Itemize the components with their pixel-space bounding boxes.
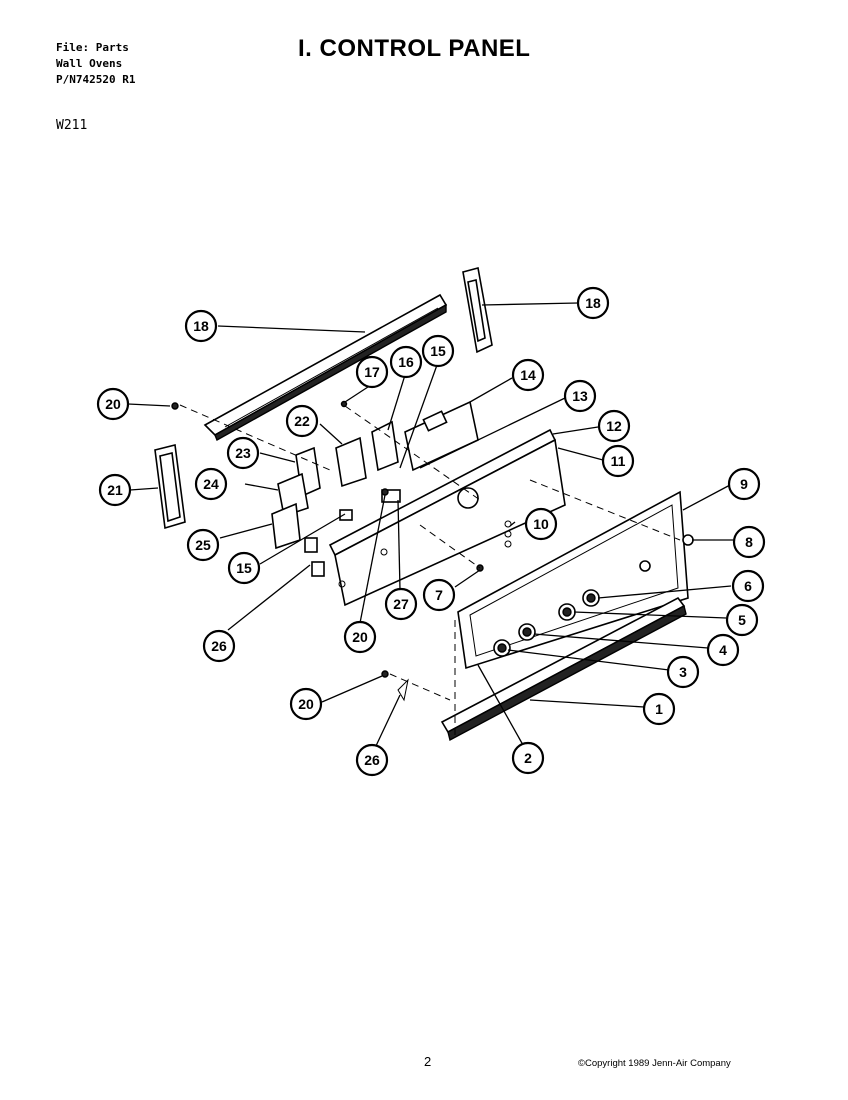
- callout-13: 13: [563, 379, 597, 413]
- callout-20-middle: 20: [343, 620, 377, 654]
- callout-18-top-rail: 18: [184, 309, 218, 343]
- svg-text:5: 5: [738, 612, 746, 628]
- svg-text:24: 24: [203, 476, 219, 492]
- svg-text:10: 10: [533, 516, 549, 532]
- copyright-notice: ©Copyright 1989 Jenn-Air Company: [578, 1058, 731, 1069]
- callout-5: 5: [725, 603, 759, 637]
- svg-text:3: 3: [679, 664, 687, 680]
- callout-6: 6: [731, 569, 765, 603]
- svg-text:26: 26: [364, 752, 380, 768]
- svg-text:6: 6: [744, 578, 752, 594]
- alignment-lines: [179, 404, 681, 735]
- svg-text:27: 27: [393, 596, 409, 612]
- svg-text:9: 9: [740, 476, 748, 492]
- callout-4: 4: [706, 633, 740, 667]
- svg-text:20: 20: [105, 396, 121, 412]
- callout-23: 23: [226, 436, 260, 470]
- callout-10: 10: [524, 507, 558, 541]
- svg-text:15: 15: [430, 343, 446, 359]
- callout-24: 24: [194, 467, 228, 501]
- callout-18-end-bracket: 18: [576, 286, 610, 320]
- right-end-bracket: [462, 267, 493, 354]
- callout-25: 25: [186, 528, 220, 562]
- front-panel: [457, 490, 689, 670]
- svg-text:14: 14: [520, 367, 536, 383]
- svg-text:17: 17: [364, 364, 380, 380]
- page-title: I. CONTROL PANEL: [298, 35, 531, 62]
- switch-components: [271, 420, 401, 577]
- callout-26-left: 26: [202, 629, 236, 663]
- svg-text:2: 2: [524, 750, 532, 766]
- category-label: Wall Ovens: [56, 57, 123, 70]
- callout-14: 14: [511, 358, 545, 392]
- callout-20-lower: 20: [289, 687, 323, 721]
- model-code: W211: [56, 118, 88, 133]
- svg-text:7: 7: [435, 587, 443, 603]
- svg-text:4: 4: [719, 642, 727, 658]
- callout-21: 21: [98, 473, 132, 507]
- control-panel-housing: [328, 428, 566, 607]
- control-knobs: [493, 534, 694, 657]
- leader-lines: [127, 302, 733, 749]
- callout-3: 3: [666, 655, 700, 689]
- svg-text:25: 25: [195, 537, 211, 553]
- callout-11: 11: [601, 444, 635, 478]
- svg-text:15: 15: [236, 560, 252, 576]
- svg-text:26: 26: [211, 638, 227, 654]
- callout-20-upper: 20: [96, 387, 130, 421]
- callout-16: 16: [389, 345, 423, 379]
- callout-7: 7: [422, 578, 456, 612]
- svg-text:20: 20: [298, 696, 314, 712]
- svg-text:21: 21: [107, 482, 123, 498]
- callout-9: 9: [727, 467, 761, 501]
- part-number-label: P/N742520 R1: [56, 73, 136, 86]
- svg-text:20: 20: [352, 629, 368, 645]
- svg-text:18: 18: [193, 318, 209, 334]
- left-end-bracket: [154, 444, 186, 530]
- callout-12: 12: [597, 409, 631, 443]
- svg-text:1: 1: [655, 701, 663, 717]
- svg-text:11: 11: [611, 453, 626, 469]
- callout-2: 2: [511, 741, 545, 775]
- svg-text:16: 16: [398, 354, 414, 370]
- top-rail: [203, 293, 448, 441]
- file-label: File: Parts: [56, 41, 129, 54]
- svg-text:23: 23: [235, 445, 251, 461]
- svg-text:12: 12: [606, 418, 622, 434]
- page-number: 2: [424, 1054, 432, 1069]
- callout-15-lower: 15: [227, 551, 261, 585]
- callout-27: 27: [384, 587, 418, 621]
- callout-1: 1: [642, 692, 676, 726]
- callout-17: 17: [355, 355, 389, 389]
- callout-15-upper: 15: [421, 334, 455, 368]
- svg-text:8: 8: [745, 534, 753, 550]
- svg-text:13: 13: [572, 388, 588, 404]
- callout-22: 22: [285, 404, 319, 438]
- callout-8: 8: [732, 525, 766, 559]
- svg-text:18: 18: [585, 295, 601, 311]
- callout-26-lower: 26: [355, 743, 389, 777]
- svg-text:22: 22: [294, 413, 310, 429]
